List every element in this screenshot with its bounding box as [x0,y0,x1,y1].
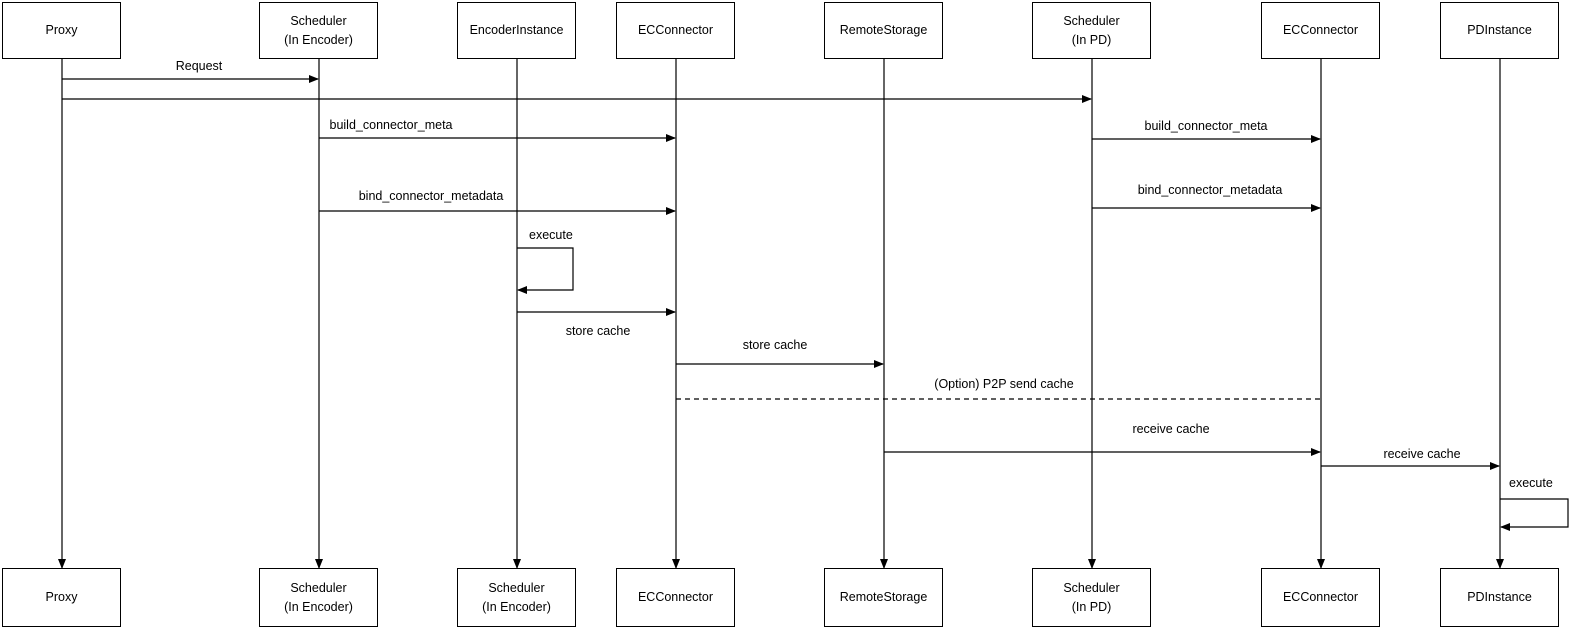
self-message-s1 [517,247,574,294]
message-label-m8: store cache [742,338,808,352]
lifelines-layer [58,59,1504,569]
message-label-m10: receive cache [1132,422,1210,436]
message-label-m6: bind_connector_metadata [1137,183,1283,197]
participant-box-bottom-pd-instance: PDInstance [1440,568,1559,627]
participant-box-top-scheduler-pd: Scheduler (In PD) [1032,2,1151,59]
participant-box-bottom-ec-connector-pd: ECConnector [1261,568,1380,627]
participant-name: RemoteStorage [839,590,928,605]
participant-sublabel: (In Encoder) [482,599,551,614]
participant-name: Proxy [45,590,78,605]
participant-name: ECConnector [637,590,714,605]
participant-name: Proxy [45,23,78,38]
participant-sublabel: (In Encoder) [284,599,353,614]
self-messages-layer [517,247,1569,531]
participant-name: Scheduler [1063,581,1120,596]
participant-box-bottom-proxy: Proxy [2,568,121,627]
participant-name: EncoderInstance [469,23,564,38]
participant-box-bottom-scheduler-enc: Scheduler (In Encoder) [259,568,378,627]
participant-name: Scheduler [488,581,545,596]
participant-box-top-remote-storage: RemoteStorage [824,2,943,59]
participant-name: PDInstance [1467,590,1532,605]
participant-name: ECConnector [1282,590,1359,605]
participant-box-bottom-scheduler-pd: Scheduler (In PD) [1032,568,1151,627]
message-label-m7: store cache [565,324,631,338]
participant-box-top-pd-instance: PDInstance [1440,2,1559,59]
participant-box-bottom-encoder-instance: Scheduler (In Encoder) [457,568,576,627]
participant-name: Scheduler [290,581,347,596]
participant-box-top-scheduler-enc: Scheduler (In Encoder) [259,2,378,59]
participant-box-top-proxy: Proxy [2,2,121,59]
participant-name: RemoteStorage [839,23,928,38]
participant-sublabel: (In PD) [1071,32,1112,47]
self-message-label-s2: execute [1509,476,1553,490]
participant-box-bottom-remote-storage: RemoteStorage [824,568,943,627]
message-label-m4: build_connector_meta [1144,119,1268,133]
participant-name: ECConnector [1282,23,1359,38]
messages-layer [62,75,1500,470]
self-message-s2 [1500,498,1569,531]
message-label-m1: Request [175,59,223,73]
participant-name: PDInstance [1467,23,1532,38]
participant-box-top-ec-connector-pd: ECConnector [1261,2,1380,59]
message-label-m3: build_connector_meta [329,118,453,132]
participant-box-top-encoder-instance: EncoderInstance [457,2,576,59]
participant-sublabel: (In PD) [1071,599,1112,614]
participant-box-top-ec-connector-enc: ECConnector [616,2,735,59]
message-label-m5: bind_connector_metadata [358,189,504,203]
message-label-m11: receive cache [1383,447,1461,461]
message-label-m9: (Option) P2P send cache [934,377,1074,391]
participant-box-bottom-ec-connector-enc: ECConnector [616,568,735,627]
participant-sublabel: (In Encoder) [284,32,353,47]
self-message-label-s1: execute [529,228,573,242]
participant-name: ECConnector [637,23,714,38]
participant-name: Scheduler [1063,14,1120,29]
participant-name: Scheduler [290,14,347,29]
